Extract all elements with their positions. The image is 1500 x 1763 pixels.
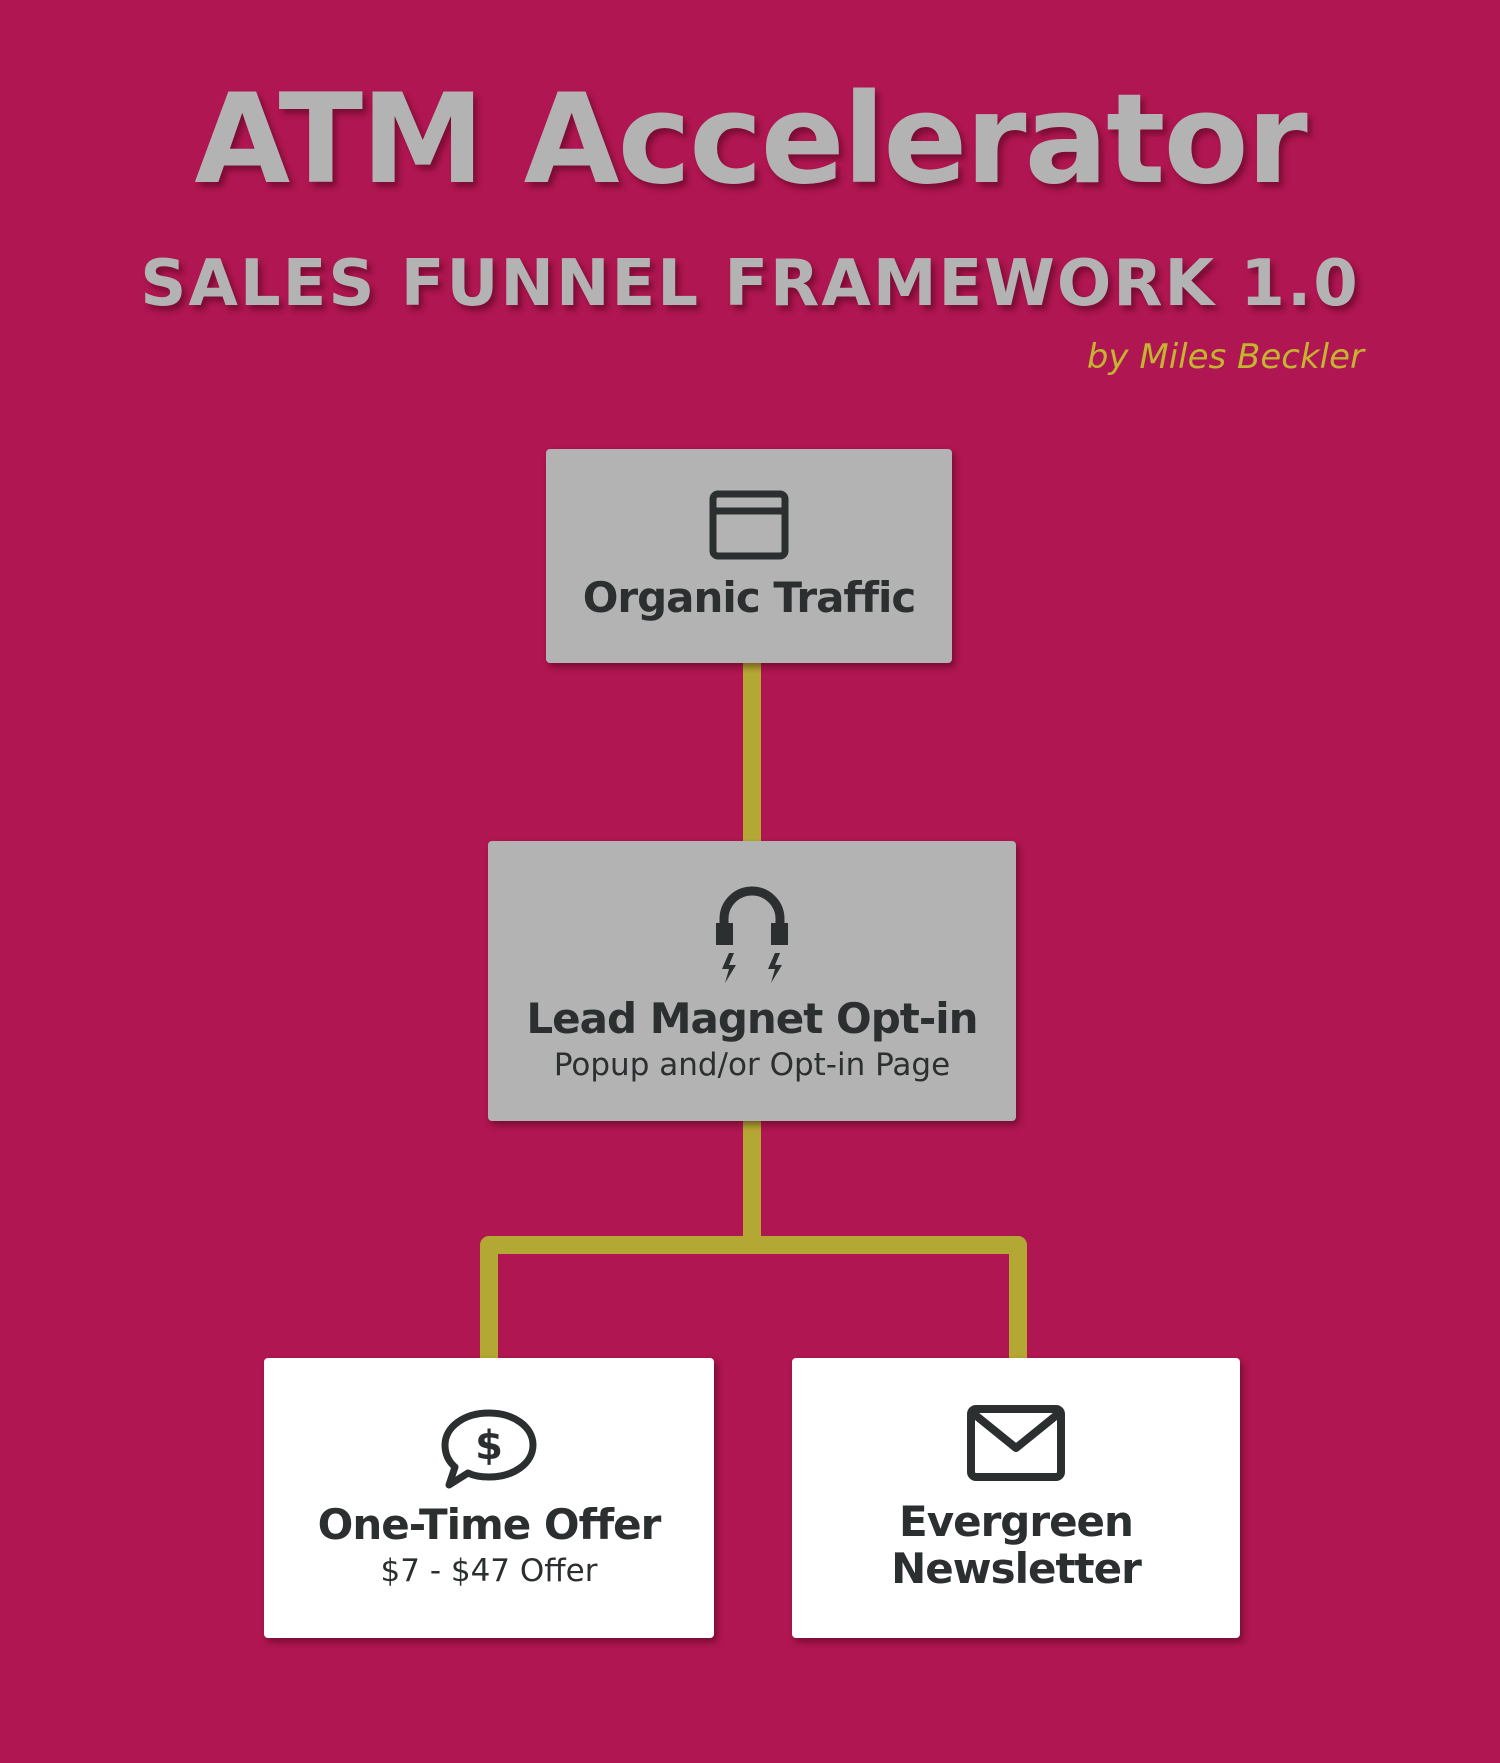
- organic-traffic-label: Organic Traffic: [582, 573, 917, 623]
- one-time-offer-label: One-Time Offer: [317, 1500, 662, 1550]
- magnet-icon: [712, 879, 792, 989]
- browser-window-icon: [709, 490, 789, 560]
- one-time-offer-node: $ One-Time Offer $7 - $47 Offer: [264, 1358, 714, 1638]
- lead-magnet-node: Lead Magnet Opt-in Popup and/or Opt-in P…: [488, 841, 1016, 1121]
- page-title: ATM Accelerator: [194, 68, 1308, 212]
- envelope-icon: [966, 1404, 1066, 1482]
- svg-text:$: $: [475, 1423, 503, 1469]
- evergreen-newsletter-label-line2: Newsletter: [891, 1544, 1142, 1593]
- organic-traffic-node: Organic Traffic: [546, 449, 952, 663]
- dollar-speech-bubble-icon: $: [439, 1407, 539, 1491]
- connector-split-branches: [480, 1236, 1027, 1360]
- evergreen-newsletter-node: Evergreen Newsletter: [792, 1358, 1240, 1638]
- lead-magnet-sublabel: Popup and/or Opt-in Page: [553, 1047, 951, 1084]
- evergreen-newsletter-label-line1: Evergreen: [899, 1496, 1134, 1546]
- author-byline: by Miles Beckler: [1086, 337, 1364, 377]
- one-time-offer-sublabel: $7 - $47 Offer: [380, 1553, 598, 1590]
- lead-magnet-label: Lead Magnet Opt-in: [526, 994, 978, 1044]
- page-subtitle: SALES FUNNEL FRAMEWORK 1.0: [140, 247, 1360, 321]
